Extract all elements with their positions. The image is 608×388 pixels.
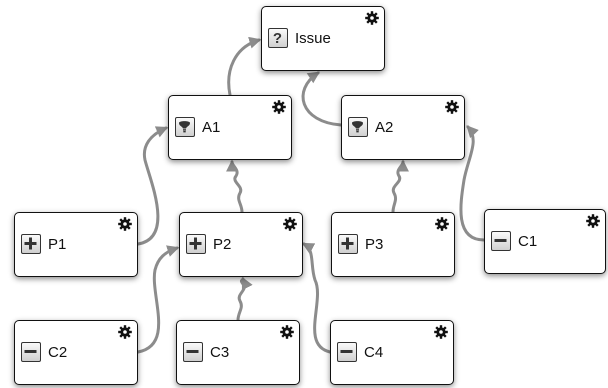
node-label: C4 [364, 343, 384, 361]
plus-icon [21, 233, 41, 254]
link-a1-issue[interactable] [227, 36, 262, 97]
node-c4[interactable]: C4 [330, 320, 454, 385]
link-c3-p2[interactable] [236, 276, 253, 322]
minus-icon [337, 341, 357, 362]
link-c4-p2[interactable] [301, 242, 332, 354]
link-p1-a1[interactable] [136, 126, 169, 246]
minus-icon [491, 230, 511, 251]
node-label: P2 [213, 235, 232, 253]
node-p3[interactable]: P3 [331, 212, 455, 277]
link-a2-issue[interactable] [301, 71, 343, 127]
gear-icon[interactable] [272, 100, 286, 114]
gear-icon[interactable] [435, 217, 449, 231]
lightbulb-icon [348, 116, 368, 137]
node-label: Issue [295, 29, 331, 47]
lightbulb-icon [175, 116, 195, 137]
gear-icon[interactable] [118, 325, 132, 339]
node-label: C1 [518, 232, 538, 250]
node-c2[interactable]: C2 [14, 320, 138, 385]
node-label: P1 [48, 235, 67, 253]
plus-icon [186, 233, 206, 254]
question-icon: ? [268, 27, 288, 48]
node-p2[interactable]: P2 [179, 212, 303, 277]
node-label: A1 [202, 118, 221, 136]
gear-icon[interactable] [434, 325, 448, 339]
gear-icon[interactable] [586, 214, 600, 228]
minus-icon [21, 341, 41, 362]
node-p1[interactable]: P1 [14, 212, 138, 277]
link-p3-a2[interactable] [391, 159, 409, 214]
node-label: A2 [375, 118, 394, 136]
node-label: C3 [210, 343, 230, 361]
gear-icon[interactable] [118, 217, 132, 231]
minus-icon [183, 341, 203, 362]
gear-icon[interactable] [445, 100, 459, 114]
link-c2-p2[interactable] [136, 245, 180, 354]
gear-icon[interactable] [283, 217, 297, 231]
node-a1[interactable]: A1 [168, 95, 292, 160]
gear-icon[interactable] [365, 11, 379, 25]
node-c1[interactable]: C1 [484, 209, 606, 274]
link-p2-a1[interactable] [226, 159, 244, 214]
link-c1-a2[interactable] [459, 125, 486, 242]
node-label: P3 [365, 235, 384, 253]
node-label: C2 [48, 343, 68, 361]
node-issue[interactable]: ? Issue [261, 6, 385, 71]
svg-text:?: ? [273, 30, 282, 46]
node-c3[interactable]: C3 [176, 320, 300, 385]
plus-icon [338, 233, 358, 254]
gear-icon[interactable] [280, 325, 294, 339]
node-a2[interactable]: A2 [341, 95, 465, 160]
